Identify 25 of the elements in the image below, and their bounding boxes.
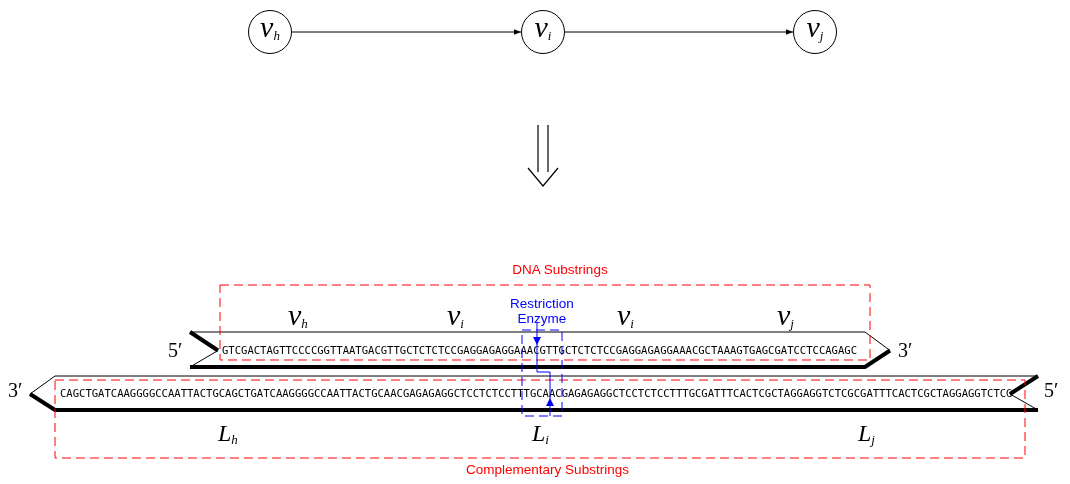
- sequence-text: GTCGACTAGTTCCCCGGTTAATGACGTTGCTCTCTCCGAGGAGAGGAAACGTTGCTCTCTCCGAGGAGAGGAAACGCTAAAGTGAGCGATCCTCCAGAGC: [222, 343, 857, 356]
- region-title: Restriction Enzyme: [507, 296, 577, 326]
- segment-label: v$_{j}$: [777, 300, 794, 333]
- arrow: [564, 29, 794, 35]
- arrow: [291, 29, 522, 35]
- vertex-label: v$_{j}$: [806, 12, 824, 45]
- region-title: DNA Substrings: [495, 262, 625, 277]
- segment-label: L$_{i}$: [532, 419, 549, 449]
- segment-label: L$_{j}$: [858, 419, 875, 449]
- segment-label: v$_{i}$: [617, 300, 634, 333]
- strand-end-label: 5′: [1044, 380, 1059, 400]
- segment-label: L$_{h}$: [218, 419, 238, 449]
- strand-end-label: 3′: [8, 380, 23, 400]
- strand-end-label: 3′: [898, 340, 913, 360]
- vertex-label: v$_{i}$: [534, 12, 552, 45]
- dna-strand: [190, 332, 890, 369]
- cut-arrow: [536, 344, 554, 417]
- cut-arrow: [533, 321, 541, 346]
- sequence-text: CAGCTGATCAAGGGGCCAATTACTGCAGCTGATCAAGGGGCCAATTACTGCAACGAGAGAGGCTCCTCTCCTTTGCAACGAGAGAGGCTCCTCTCCTTTGCGATTTCACTCGCTAGGAGGTCTCGCGATTTCACTCGCTAGGAGGTCTCG: [60, 387, 1013, 399]
- dna-strand: [30, 376, 1038, 412]
- strand-end-label: 5′: [168, 340, 183, 360]
- segment-label: v$_{h}$: [288, 300, 308, 333]
- region-title: Complementary Substrings: [460, 462, 635, 477]
- vertex-label: v$_{h}$: [260, 12, 280, 45]
- segment-label: v$_{i}$: [447, 300, 464, 333]
